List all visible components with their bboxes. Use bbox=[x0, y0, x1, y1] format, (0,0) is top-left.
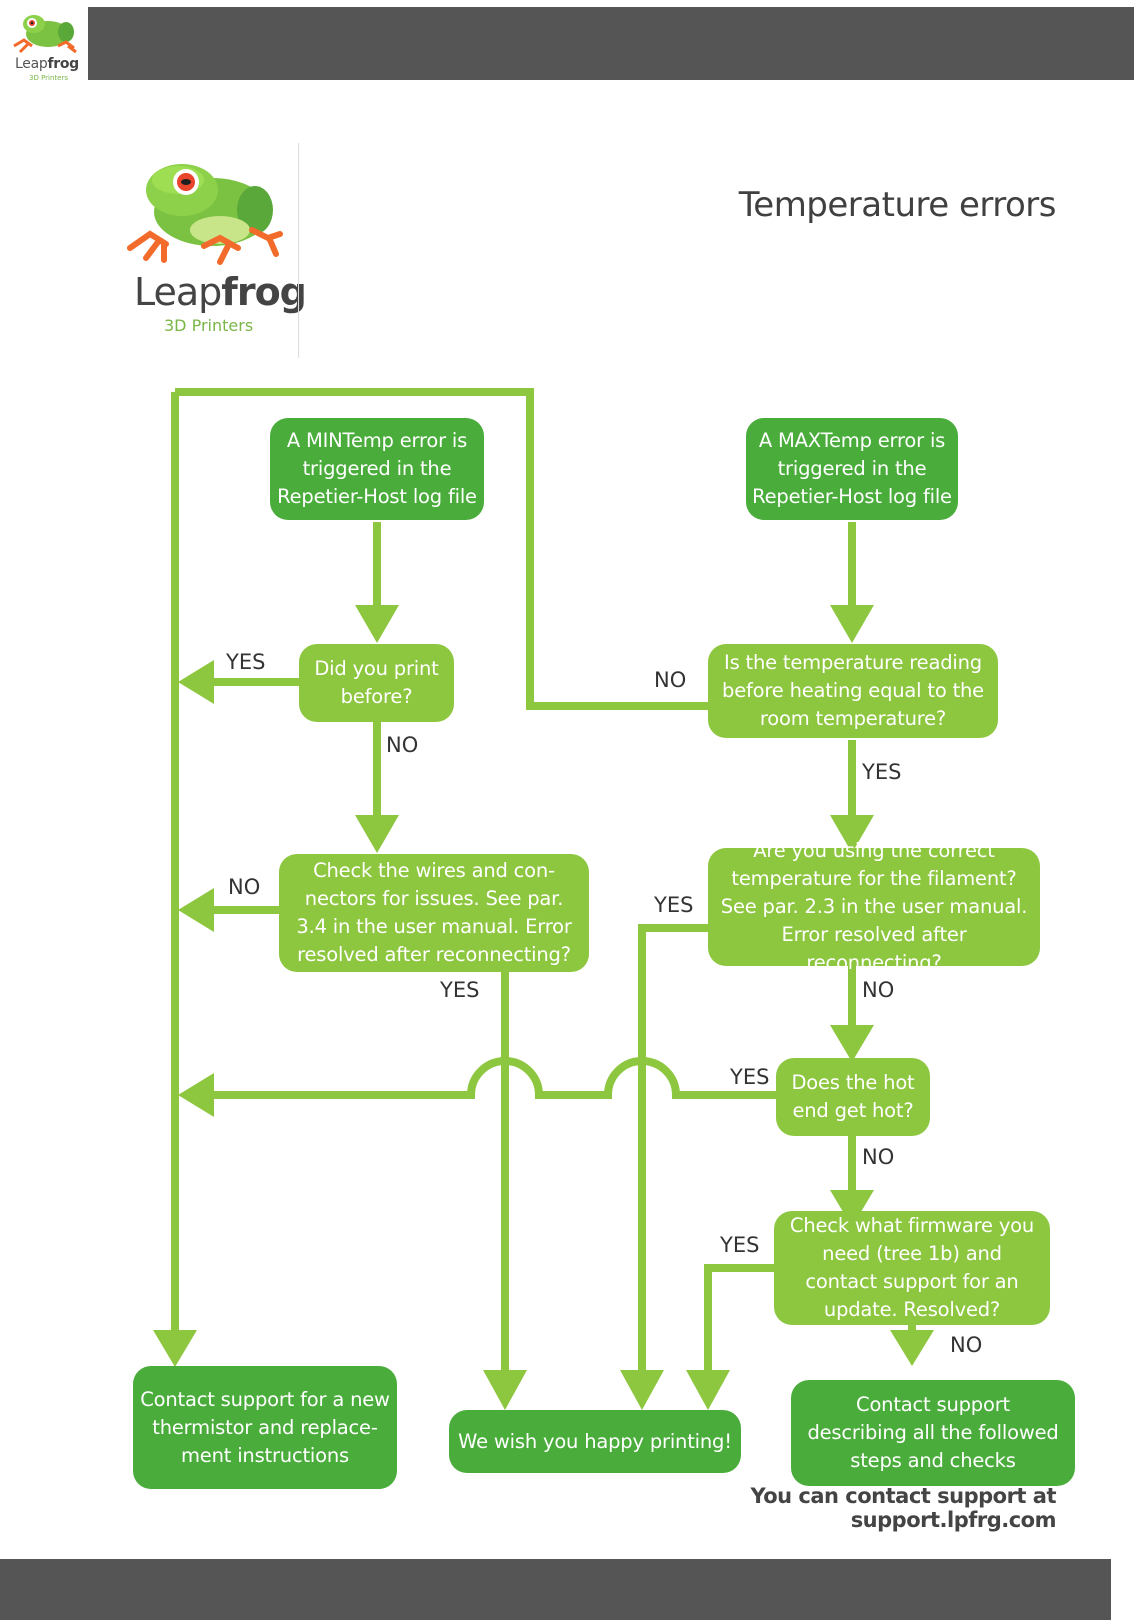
connector-correct-temp-yes bbox=[638, 924, 710, 1370]
label-no-print-before: NO bbox=[386, 733, 419, 757]
label-no-hot-end: NO bbox=[862, 1145, 895, 1169]
arrowhead bbox=[830, 815, 874, 853]
box-firmware: Check what firmware you need (tree 1b) a… bbox=[774, 1211, 1050, 1325]
arrowhead bbox=[355, 815, 399, 853]
frog-icon bbox=[127, 164, 283, 265]
label-no-check-wires: NO bbox=[228, 875, 261, 899]
arrowhead bbox=[178, 660, 214, 704]
frog-icon bbox=[13, 15, 77, 54]
arrowhead bbox=[355, 605, 399, 643]
arrowhead bbox=[620, 1370, 664, 1410]
connector-room-temp-no bbox=[175, 388, 710, 710]
arrowhead bbox=[483, 1370, 527, 1410]
label-yes-correct-temp: YES bbox=[654, 893, 694, 917]
footer-bar bbox=[0, 1559, 1111, 1620]
label-yes-room-temp: YES bbox=[862, 760, 902, 784]
box-hot-end: Does the hot end get hot? bbox=[776, 1058, 930, 1136]
box-happy-printing: We wish you happy printing! bbox=[449, 1410, 741, 1473]
box-room-temperature: Is the temperature reading before heatin… bbox=[708, 644, 998, 738]
support-note: You can contact support at support.lpfrg… bbox=[750, 1484, 1056, 1532]
arrowhead bbox=[178, 1073, 214, 1117]
arrowhead bbox=[890, 1330, 934, 1366]
arrowhead bbox=[830, 1025, 874, 1062]
brand-wordmark: Leapfrog bbox=[134, 270, 307, 314]
box-print-before: Did you print before? bbox=[299, 644, 454, 722]
header-brand-sub: 3D Printers bbox=[29, 74, 69, 82]
box-check-wires: Check the wires and con-nectors for issu… bbox=[279, 854, 589, 972]
logo-divider bbox=[298, 143, 299, 358]
arrowhead bbox=[686, 1370, 730, 1410]
label-yes-print-before: YES bbox=[226, 650, 266, 674]
box-contact-support: Contact support describing all the follo… bbox=[791, 1380, 1075, 1486]
label-no-room-temp: NO bbox=[654, 668, 687, 692]
label-yes-check-wires: YES bbox=[440, 978, 480, 1002]
box-maxtemp-error: A MAXTemp error is triggered in the Repe… bbox=[746, 418, 958, 520]
connector-hot-end-yes bbox=[212, 1057, 778, 1099]
label-yes-hot-end: YES bbox=[730, 1065, 770, 1089]
label-no-firmware: NO bbox=[950, 1333, 983, 1357]
connector-firmware-yes bbox=[704, 1264, 776, 1370]
brand-logo: Leapfrog 3D Printers bbox=[120, 150, 307, 350]
arrowhead bbox=[153, 1330, 197, 1367]
header-bar bbox=[88, 7, 1134, 80]
page-title: Temperature errors bbox=[738, 185, 1057, 225]
label-no-correct-temp: NO bbox=[862, 978, 895, 1002]
brand-sub: 3D Printers bbox=[164, 316, 254, 335]
label-yes-firmware: YES bbox=[720, 1233, 760, 1257]
header-brand-wordmark: Leapfrog bbox=[15, 56, 79, 72]
header-logo: Leapfrog 3D Printers bbox=[8, 6, 84, 86]
box-mintemp-error: A MINTemp error is triggered in the Repe… bbox=[270, 418, 484, 520]
arrowhead bbox=[830, 1190, 874, 1227]
arrowhead bbox=[830, 605, 874, 643]
arrowhead bbox=[178, 888, 214, 932]
box-correct-temperature: Are you using the correct temperature fo… bbox=[708, 839, 1040, 974]
box-contact-thermistor: Contact support for a new thermistor and… bbox=[133, 1366, 397, 1489]
